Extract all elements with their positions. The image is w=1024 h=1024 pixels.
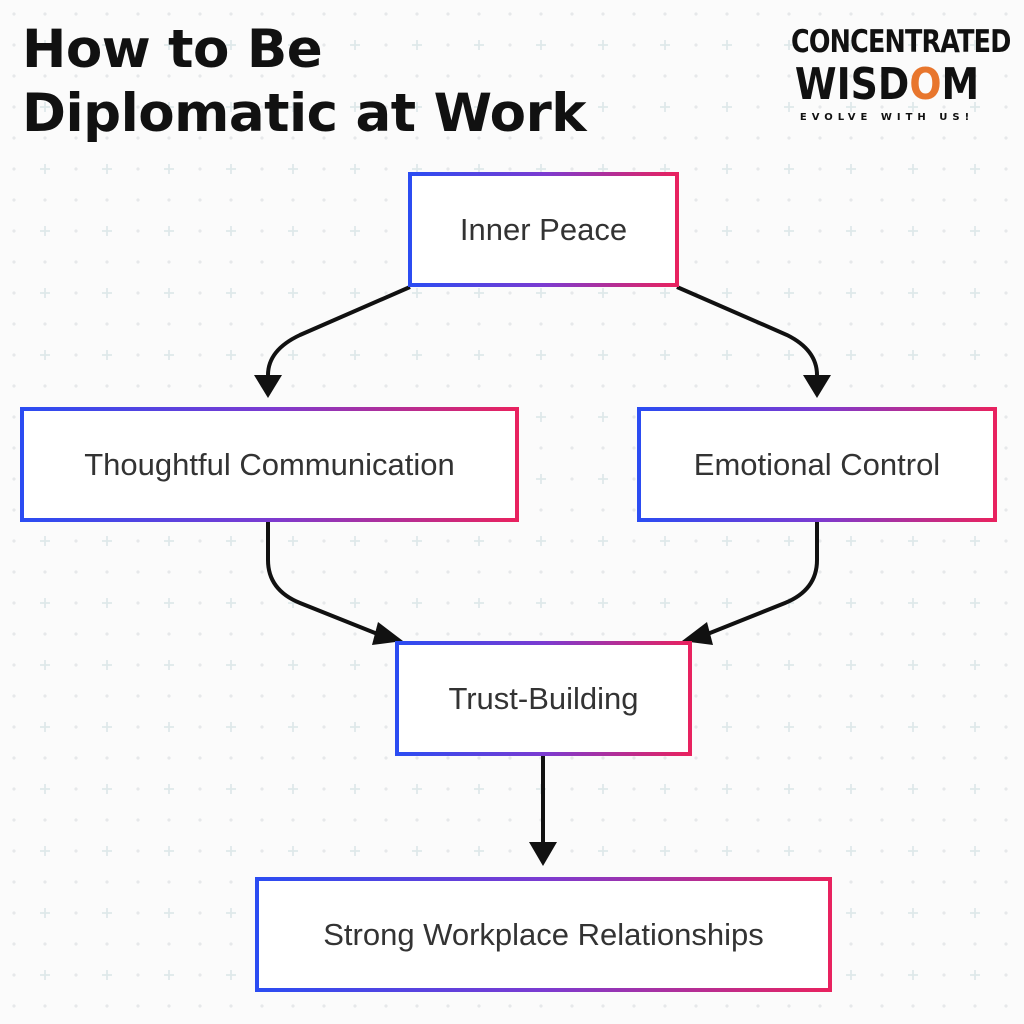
node-inner-peace-label: Inner Peace (459, 211, 628, 247)
flame-icon: O (909, 59, 942, 110)
logo-line-1: CONCENTRATED (791, 24, 1011, 60)
node-strong-workplace-relationships-label: Strong Workplace Relationships (323, 916, 764, 952)
logo-tagline: EVOLVE WITH US! (799, 112, 975, 123)
logo-line-2-start: WISD (794, 59, 910, 110)
logo-line-2-end: M (941, 59, 980, 110)
node-emotional-control: Emotional Control (637, 407, 997, 522)
edge-emotional-to-trust (699, 522, 819, 639)
arrowhead-trust-right (682, 622, 713, 645)
arrowhead-thoughtful (254, 375, 282, 398)
node-thoughtful-communication-label: Thoughtful Communication (84, 446, 455, 482)
node-trust-building-label: Trust-Building (448, 680, 639, 716)
node-thoughtful-communication: Thoughtful Communication (20, 407, 519, 522)
edge-inner-peace-to-emotional (676, 285, 819, 385)
node-strong-workplace-relationships: Strong Workplace Relationships (255, 877, 832, 992)
logo-line-2: WISDOM (786, 60, 987, 110)
title-line-1: How to Be (22, 19, 323, 80)
arrowhead-emotional (803, 375, 831, 398)
arrowhead-trust-left (372, 622, 403, 645)
edge-thoughtful-to-trust (266, 522, 386, 639)
page-title: How to Be Diplomatic at Work (22, 18, 586, 146)
node-inner-peace: Inner Peace (408, 172, 679, 287)
arrowhead-strong (529, 842, 557, 866)
edge-inner-peace-to-thoughtful (266, 285, 411, 385)
concentrated-wisdom-logo: CONCENTRATED WISDOM EVOLVE WITH US! (770, 22, 1011, 123)
title-line-2: Diplomatic at Work (22, 83, 586, 144)
node-emotional-control-label: Emotional Control (693, 446, 941, 482)
node-trust-building: Trust-Building (395, 641, 692, 756)
